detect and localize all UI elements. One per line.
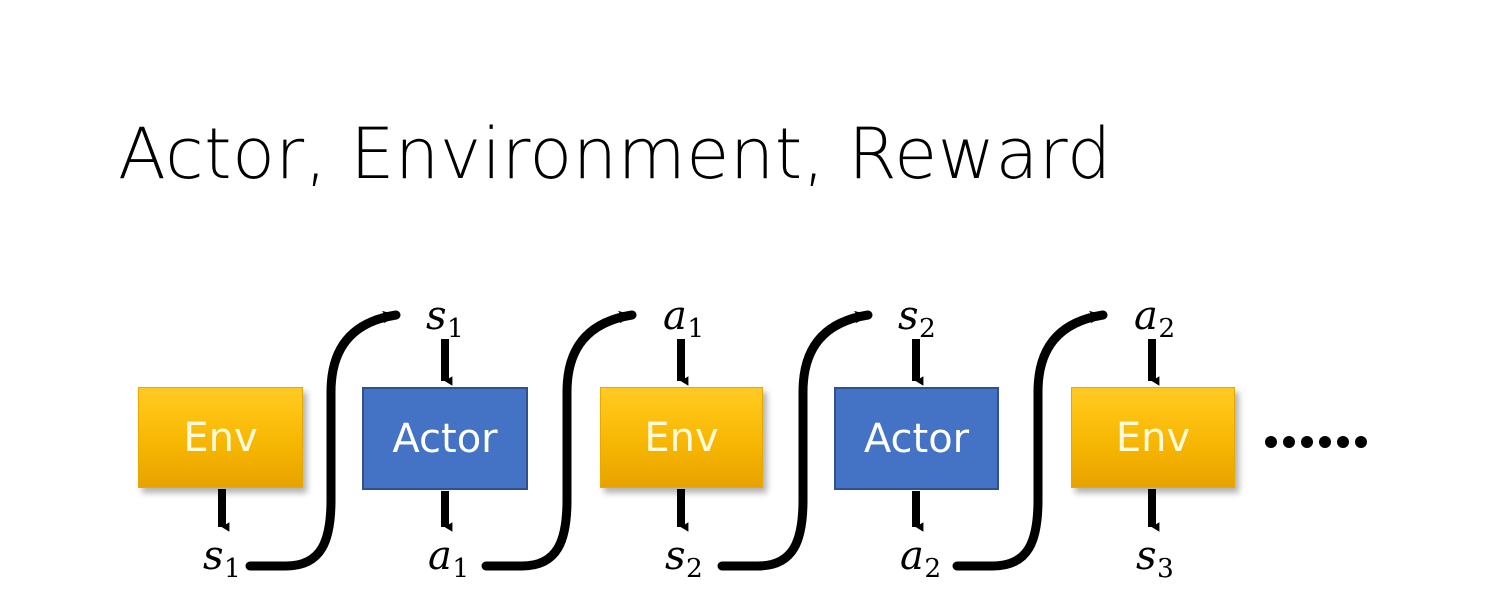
symbol-base: a (428, 533, 452, 579)
signal-label-bottom-s1: s1 (203, 536, 241, 583)
symbol-subscript: 2 (686, 553, 703, 585)
ellipsis-dot (1301, 436, 1313, 448)
symbol-base: s (1136, 533, 1157, 579)
ellipsis-dot (1337, 436, 1349, 448)
node-label: Env (644, 414, 719, 461)
signal-label-top-s1: s1 (426, 296, 464, 343)
node-env-2[interactable]: Env (600, 387, 763, 488)
ellipsis-dot (1283, 436, 1295, 448)
symbol-subscript: 2 (919, 313, 936, 345)
signal-label-bottom-a1: a1 (428, 536, 469, 583)
symbol-base: s (203, 533, 224, 579)
symbol-base: s (426, 293, 447, 339)
ellipsis-dot (1319, 436, 1331, 448)
symbol-subscript: 2 (924, 553, 942, 585)
node-label: Env (1115, 414, 1191, 461)
node-label: Env (183, 414, 258, 461)
node-label: Actor (863, 415, 970, 462)
signal-label-top-a2: a2 (1134, 296, 1175, 343)
symbol-subscript: 1 (447, 313, 464, 345)
signal-label-top-s2: s2 (898, 296, 936, 343)
signal-label-bottom-s2: s2 (665, 536, 703, 583)
node-env-1[interactable]: Env (138, 387, 303, 488)
symbol-subscript: 3 (1157, 553, 1174, 585)
node-label: Actor (392, 415, 498, 462)
symbol-subscript: 1 (687, 313, 705, 345)
node-actor-1[interactable]: Actor (362, 387, 528, 490)
symbol-base: s (665, 533, 686, 579)
symbol-subscript: 1 (452, 553, 470, 585)
symbol-subscript: 2 (1158, 313, 1176, 345)
ellipsis-dot (1355, 436, 1367, 448)
ellipsis-dot (1265, 436, 1277, 448)
ellipsis-continuation-icon (1265, 436, 1367, 448)
signal-label-bottom-s3: s3 (1136, 536, 1174, 583)
node-env-3[interactable]: Env (1071, 387, 1235, 488)
signal-label-top-a1: a1 (663, 296, 704, 343)
symbol-base: a (1134, 293, 1158, 339)
symbol-base: a (900, 533, 924, 579)
page-title: Actor, Environment, Reward (118, 113, 1112, 195)
symbol-subscript: 1 (224, 553, 241, 585)
signal-label-bottom-a2: a2 (900, 536, 941, 583)
symbol-base: a (663, 293, 687, 339)
symbol-base: s (898, 293, 919, 339)
node-actor-2[interactable]: Actor (834, 387, 999, 490)
